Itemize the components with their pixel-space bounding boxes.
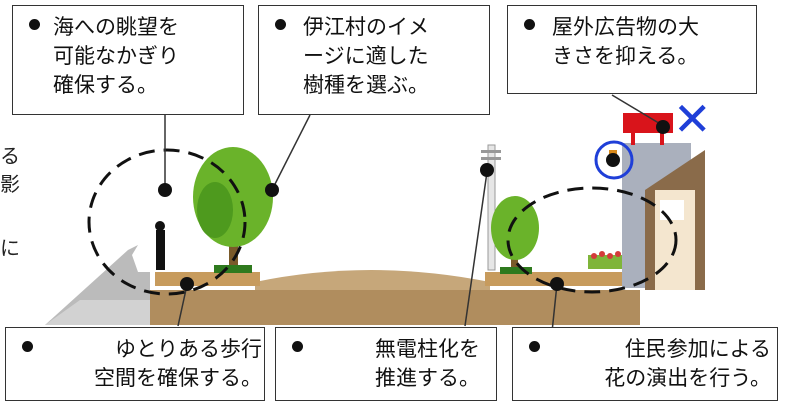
- left-tree-foliage-shade: [197, 182, 233, 238]
- bullet-icon: [22, 341, 33, 352]
- reduce-mark: ✕: [673, 92, 712, 146]
- flower-1: [591, 253, 597, 259]
- edge-text-2: 影: [0, 172, 20, 196]
- dot-sea-view: [158, 183, 172, 197]
- pole-crossarm-1: [481, 150, 501, 153]
- callout-text: 海への眺望を 可能なかぎり 確保する。: [53, 15, 179, 97]
- building-window: [660, 200, 684, 220]
- flower-3: [607, 253, 613, 259]
- callout-text: 住民参加による 花の演出を行う。: [604, 337, 771, 390]
- flower-2: [599, 251, 605, 257]
- road-band: [150, 290, 640, 325]
- pedestrian-head: [155, 221, 165, 231]
- left-shrub: [214, 265, 252, 273]
- flower-box: [588, 255, 624, 269]
- callout-flowers: 住民参加による 花の演出を行う。: [512, 327, 778, 401]
- dot-walkway: [180, 277, 194, 291]
- callout-utility-poles: 無電柱化を 推進する。: [275, 327, 497, 401]
- edge-text-1: る: [0, 144, 20, 168]
- dot-flowers: [550, 277, 564, 291]
- leader-tree: [272, 114, 311, 189]
- bullet-icon: [529, 341, 540, 352]
- callout-sea-view: 海への眺望を 可能なかぎり 確保する。: [12, 5, 244, 115]
- sign-post-1: [631, 133, 635, 145]
- leader-pole: [464, 171, 488, 327]
- bullet-icon: [524, 19, 535, 30]
- pedestrian-figure: [156, 230, 165, 270]
- dot-sign: [606, 153, 620, 167]
- leader-walkway: [177, 284, 188, 327]
- pole-crossarm-2: [481, 157, 501, 160]
- right-shrub: [500, 267, 532, 274]
- edge-text-3: に: [0, 236, 20, 260]
- small-sign-highlight: [594, 140, 634, 180]
- dot-tree: [265, 183, 279, 197]
- callout-signage: 屋外広告物の大 きさを抑える。: [507, 5, 757, 94]
- callout-tree-species: 伊江村のイメ ージに適した 樹種を選ぶ。: [258, 5, 490, 115]
- utility-pole: [487, 144, 496, 271]
- dot-rooftop-sign: [656, 120, 670, 134]
- callout-text: 屋外広告物の大 きさを抑える。: [552, 15, 699, 68]
- sea-view-ellipse: [87, 148, 247, 296]
- leader-flowers: [551, 283, 558, 333]
- sign-post-2: [660, 133, 664, 145]
- right-tree-foliage: [491, 196, 539, 260]
- callout-walkway: ゆとりある歩行 空間を確保する。: [5, 327, 265, 401]
- callout-text: ゆとりある歩行 空間を確保する。: [94, 337, 262, 390]
- flowers-ellipse: [506, 186, 678, 294]
- bullet-icon: [275, 19, 286, 30]
- dot-pole: [480, 163, 494, 177]
- callout-text: 伊江村のイメ ージに適した 樹種を選ぶ。: [303, 15, 429, 97]
- callout-text: 無電柱化を 推進する。: [375, 337, 480, 390]
- flower-4: [615, 251, 621, 257]
- bullet-icon: [292, 341, 303, 352]
- embankment-dots: [45, 300, 150, 325]
- bullet-icon: [29, 19, 40, 30]
